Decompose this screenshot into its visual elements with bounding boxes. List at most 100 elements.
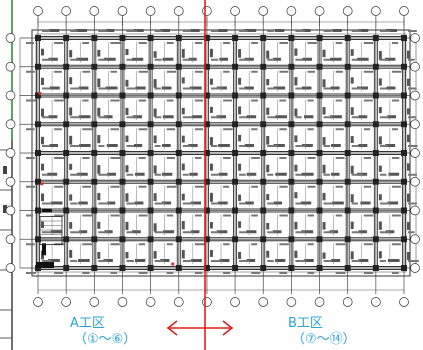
member-label-mark <box>110 214 120 217</box>
member-label-mark <box>408 30 417 32</box>
shear-wall <box>42 243 46 256</box>
beam-annotation <box>134 144 143 147</box>
beam-annotation <box>97 165 101 174</box>
member-label-mark <box>26 157 35 159</box>
beam-annotation <box>407 221 410 230</box>
member-label-mark <box>351 116 359 119</box>
column-block <box>175 150 182 156</box>
column-block <box>35 178 41 185</box>
member-label-mark <box>110 99 120 102</box>
member-label-mark <box>251 214 258 217</box>
zone-b-range: （⑦～⑭） <box>292 332 356 347</box>
member-label-mark <box>392 272 399 274</box>
beam-annotation <box>190 201 201 205</box>
beam-annotation <box>49 29 60 32</box>
red-marker <box>171 262 175 266</box>
beam-annotation <box>387 115 397 119</box>
member-label-mark <box>194 272 203 274</box>
beam-annotation <box>358 144 368 147</box>
member-label-mark <box>267 260 274 262</box>
member-label-mark <box>194 214 202 217</box>
column-block <box>316 236 323 243</box>
beam-annotation <box>322 79 326 88</box>
column-block <box>63 92 70 99</box>
beam-annotation <box>190 29 200 32</box>
member-label-mark <box>166 99 174 102</box>
beam-annotation <box>78 115 91 119</box>
member-label-mark <box>223 99 233 102</box>
beam-annotation <box>360 201 371 205</box>
member-label-mark <box>138 214 148 217</box>
row-axis-bubble-left <box>5 148 16 158</box>
beam-annotation <box>357 86 368 90</box>
member-label-mark <box>323 260 332 262</box>
row-axis-bubble-right <box>410 176 420 187</box>
column-block <box>401 236 407 243</box>
member-label-mark <box>223 70 230 73</box>
column-block <box>147 35 154 41</box>
member-label-mark <box>26 99 36 102</box>
column-block <box>260 63 267 70</box>
member-label-mark <box>126 58 133 61</box>
beam-annotation <box>294 164 298 172</box>
row-axis-bubble-right <box>410 61 420 72</box>
member-label-mark <box>82 70 91 73</box>
member-label-mark <box>182 116 192 119</box>
column-block <box>372 63 379 70</box>
beam-annotation <box>69 107 73 116</box>
beam-annotation <box>322 137 326 145</box>
beam-annotation <box>246 259 256 262</box>
column-block <box>203 178 210 185</box>
member-label-mark <box>182 231 193 234</box>
column-block <box>175 63 182 70</box>
column-axis-bubble-bottom <box>399 297 409 307</box>
column-axis-bubble-bottom <box>286 297 297 307</box>
beam-annotation <box>190 230 200 234</box>
member-label-mark <box>166 185 177 188</box>
beam-annotation <box>350 221 354 230</box>
column-block <box>147 150 154 156</box>
member-label-mark <box>166 70 177 73</box>
column-block <box>372 265 379 271</box>
beam-annotation <box>358 29 369 32</box>
column-block <box>175 35 182 41</box>
member-label-mark <box>42 116 50 119</box>
column-block <box>175 178 182 185</box>
beam-annotation <box>246 172 257 176</box>
structural-grid <box>19 16 417 294</box>
column-block <box>232 63 239 70</box>
column-axis-bubble-top <box>399 6 409 16</box>
beam-annotation <box>238 194 242 201</box>
column-axis-bubble-top <box>89 6 100 16</box>
row-axis-bubble-right <box>410 263 420 273</box>
beam-annotation <box>300 201 312 205</box>
beam-annotation <box>301 172 314 176</box>
beam-annotation <box>350 136 354 144</box>
member-label-mark <box>379 145 388 147</box>
beam-annotation <box>407 50 410 59</box>
member-label-mark <box>210 116 220 119</box>
column-block <box>91 150 98 156</box>
member-label-mark <box>194 157 202 159</box>
beam-annotation <box>350 107 354 115</box>
column-block <box>401 207 407 214</box>
member-label-mark <box>335 42 343 44</box>
column-block <box>344 150 351 156</box>
beam-annotation <box>407 108 410 115</box>
red-marker <box>38 91 42 96</box>
member-label-mark <box>82 157 90 159</box>
column-block <box>372 207 379 214</box>
member-label-mark <box>26 214 34 217</box>
beam-annotation <box>304 115 314 119</box>
beam-annotation <box>302 29 311 32</box>
member-label-mark <box>166 128 176 131</box>
beam-annotation <box>350 77 354 84</box>
beam-annotation <box>357 57 369 61</box>
member-label-mark <box>251 99 258 102</box>
row-axis-bubble-right <box>410 90 420 101</box>
member-label-mark <box>251 185 258 188</box>
member-label-mark <box>239 116 247 119</box>
column-block <box>372 150 379 156</box>
member-label-mark <box>239 30 248 32</box>
column-block <box>91 207 98 214</box>
